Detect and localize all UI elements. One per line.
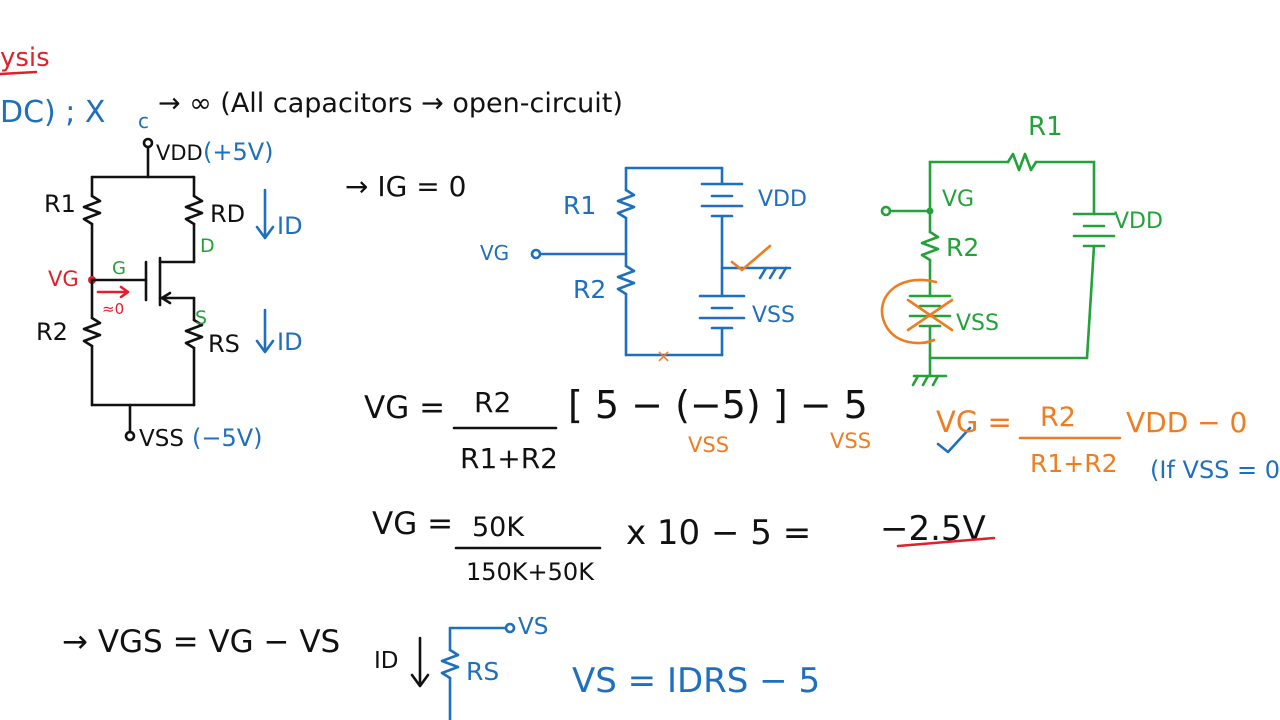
- vgs-equation: → VGS = VG − VS: [62, 624, 340, 660]
- eq1-lhs: VG =: [364, 390, 445, 426]
- title-underline: [0, 70, 38, 76]
- blue-vss-label: VSS: [752, 303, 795, 328]
- id-arrow-top: [255, 225, 275, 240]
- sketch-vs-label: VS: [518, 614, 548, 640]
- vdd-label: VDD: [156, 141, 203, 165]
- vss-label: VSS: [139, 426, 184, 452]
- source-label: S: [195, 307, 207, 329]
- r1-label: R1: [44, 190, 76, 218]
- id-arrow-bottom: [255, 339, 275, 354]
- capacitor-condition: → ∞ (All capacitors → open-circuit): [158, 88, 623, 119]
- title-fragment: ysis: [0, 43, 50, 73]
- rd-resistor: [184, 194, 204, 226]
- xc-subscript: c: [138, 109, 149, 133]
- ground-checkmark: [730, 244, 772, 272]
- eq1-denominator: R1+R2: [460, 442, 558, 475]
- blue-vg-label: VG: [480, 241, 509, 265]
- rd-label: RD: [210, 200, 245, 228]
- orange-eq-denominator: R1+R2: [1030, 449, 1118, 478]
- green-vss-label: VSS: [956, 311, 999, 336]
- vss-cross-b: [906, 298, 954, 332]
- rs-label: RS: [208, 330, 240, 358]
- orange-eq-rhs: VDD − 0: [1126, 406, 1247, 439]
- orange-eq-lhs: VG =: [936, 405, 1012, 439]
- id-label-top: ID: [277, 212, 303, 240]
- blue-checkmark: [936, 426, 972, 454]
- vss-terminal: [124, 430, 136, 442]
- green-r2-label: R2: [946, 233, 979, 262]
- blue-equivalent-circuit: [530, 166, 792, 357]
- eq2-rhs: x 10 − 5 =: [626, 513, 811, 553]
- vdd-value: (+5V): [203, 138, 274, 166]
- eq2-numerator: 50K: [472, 512, 525, 543]
- green-vg-label: VG: [942, 187, 974, 212]
- green-r1-label: R1: [1028, 112, 1063, 142]
- gate-label: G: [112, 258, 126, 279]
- break-mark: ×: [656, 346, 671, 367]
- vg-label: VG: [48, 267, 79, 291]
- blue-r1-label: R1: [563, 191, 596, 220]
- eq1-numerator: R2: [474, 386, 511, 419]
- drain-label: D: [200, 235, 215, 257]
- ig-zero-note: → IG = 0: [345, 170, 466, 203]
- eq1-bracket-expression: [ 5 − (−5) ] − 5: [568, 383, 868, 427]
- blue-vdd-label: VDD: [758, 187, 807, 212]
- source-resistor-sketch: [410, 622, 516, 720]
- gate-current-label: ≈0: [102, 300, 124, 318]
- orange-eq-numerator: R2: [1040, 402, 1076, 433]
- id-label-bottom: ID: [277, 328, 303, 356]
- sketch-rs-label: RS: [466, 657, 499, 686]
- rs-resistor: [184, 318, 204, 350]
- green-vdd-label: VDD: [1114, 209, 1163, 234]
- r2-label: R2: [36, 318, 68, 346]
- eq2-denominator: 150K+50K: [466, 558, 595, 586]
- main-circuit: [82, 137, 275, 442]
- vs-equation: VS = IDRS − 5: [572, 661, 820, 701]
- eq1-vss-note-2: VSS: [830, 429, 871, 453]
- r2-resistor: [82, 316, 102, 348]
- eq1-vss-note-1: VSS: [688, 433, 729, 457]
- eq2-lhs: VG =: [372, 506, 453, 542]
- result-underline: [896, 536, 996, 548]
- vss-value: (−5V): [192, 424, 263, 452]
- green-equivalent-circuit: [880, 152, 1116, 387]
- dc-condition: DC) ; X: [0, 95, 105, 130]
- vss-shorted-loop: [880, 278, 938, 345]
- r1-resistor: [82, 194, 102, 226]
- blue-r2-label: R2: [573, 275, 606, 304]
- sketch-id-label: ID: [374, 648, 399, 674]
- vss-zero-condition: (If VSS = 0: [1150, 456, 1280, 484]
